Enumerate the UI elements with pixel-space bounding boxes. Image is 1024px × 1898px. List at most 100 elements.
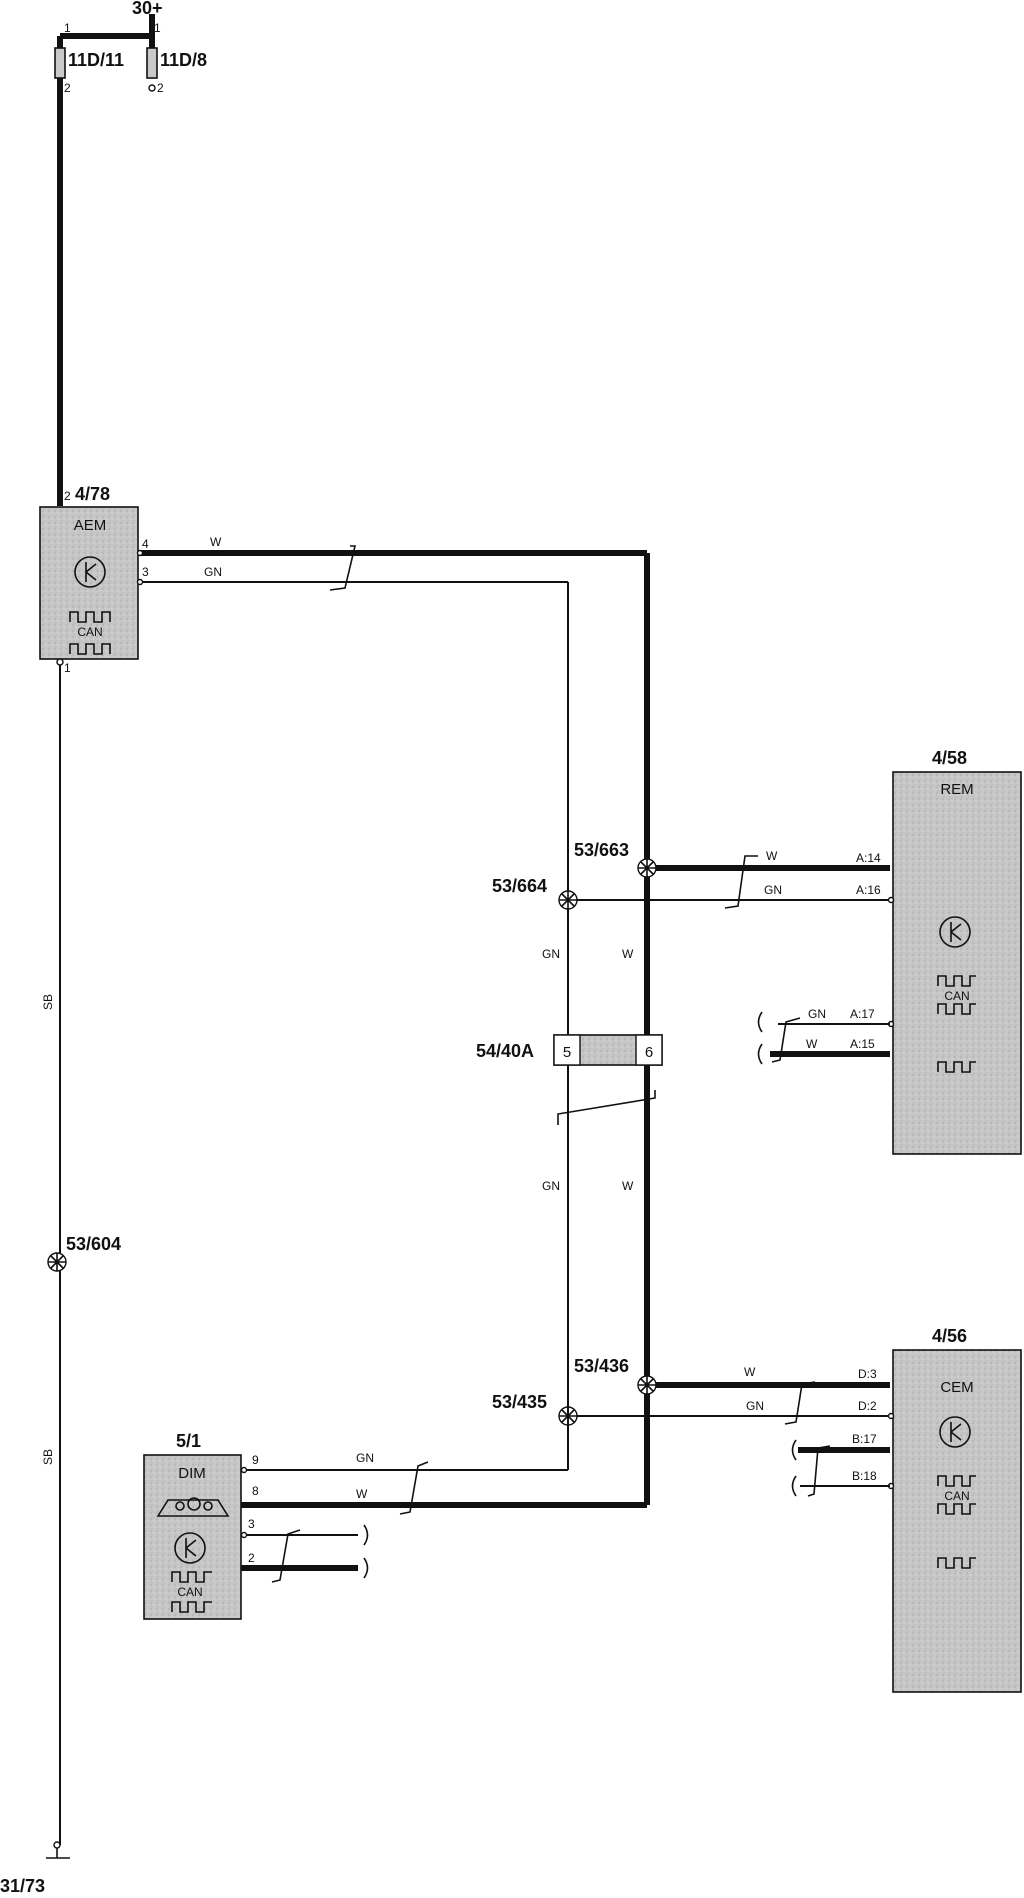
wire-label-dim-gn: GN bbox=[356, 1451, 374, 1465]
rem-pin-a14: A:14 bbox=[856, 851, 881, 865]
cem-id: 4/56 bbox=[932, 1326, 967, 1346]
twisted-pair-mark bbox=[271, 1529, 301, 1583]
wire-label-w-upper: W bbox=[622, 947, 634, 961]
splice-53-435-label: 53/435 bbox=[492, 1392, 547, 1412]
transistor-icon bbox=[74, 556, 106, 588]
instrument-cluster-icon bbox=[156, 1499, 230, 1517]
can-wave-icon-2 bbox=[937, 1503, 976, 1515]
wire-break-icon bbox=[363, 1524, 369, 1579]
transistor-icon bbox=[939, 1416, 971, 1448]
splice-53-604: 53/604 bbox=[47, 1234, 121, 1272]
fuse-11d-8: 1 11D/8 2 bbox=[146, 21, 207, 95]
splice-53-436: 53/436 bbox=[574, 1356, 657, 1395]
cem-name: CEM bbox=[940, 1379, 973, 1396]
connector-label: 54/40A bbox=[476, 1041, 534, 1061]
rem-id: 4/58 bbox=[932, 748, 967, 768]
dim-id: 5/1 bbox=[176, 1431, 201, 1451]
rem-module: 4/58 REM CAN A:14 A:16 A:17 A:15 bbox=[850, 748, 1022, 1155]
cem-pin-d2: D:2 bbox=[858, 1399, 877, 1413]
connector-54-40a: 5 6 54/40A bbox=[476, 1034, 663, 1125]
wire-break-icon bbox=[791, 1439, 797, 1497]
ground-wire: SB SB 53/604 31/73 bbox=[0, 665, 121, 1896]
cem-body bbox=[892, 1349, 1022, 1693]
twisted-pair-mark bbox=[557, 1090, 656, 1125]
fuse-11d-8-pin-top: 1 bbox=[154, 21, 161, 35]
splice-53-436-label: 53/436 bbox=[574, 1356, 629, 1376]
twisted-pair-mark bbox=[329, 545, 357, 591]
rem-pin-a15: A:15 bbox=[850, 1037, 875, 1051]
ground-icon bbox=[46, 1848, 70, 1859]
wire-label-a15: W bbox=[806, 1037, 818, 1051]
fuse-11d-8-label: 11D/8 bbox=[160, 50, 207, 70]
wire-label-dim-w: W bbox=[356, 1487, 368, 1501]
rem-body bbox=[892, 771, 1022, 1155]
aem-pin-ground: 1 bbox=[64, 661, 71, 675]
splice-53-604-label: 53/604 bbox=[66, 1234, 121, 1254]
dim-pin-2: 2 bbox=[248, 1551, 255, 1565]
aem-ground-terminal bbox=[56, 658, 64, 666]
cem-pin-b17: B:17 bbox=[852, 1432, 877, 1446]
wire-label-gn-upper: GN bbox=[542, 947, 560, 961]
signal-wave-icon bbox=[937, 1061, 976, 1073]
connector-pin-6: 6 bbox=[645, 1044, 653, 1061]
fuse-11d-8-terminal bbox=[148, 84, 156, 92]
fuse-11d-11-pin-top: 1 bbox=[64, 21, 71, 35]
aem-pin-4-terminal bbox=[136, 549, 144, 557]
twisted-pair-mark bbox=[784, 1381, 816, 1425]
can-wave-icon-2 bbox=[69, 643, 111, 655]
aem-can-label: CAN bbox=[77, 625, 102, 639]
twisted-pair-mark bbox=[724, 855, 758, 909]
rem-name: REM bbox=[940, 781, 973, 798]
fuse-11d-11-body bbox=[54, 47, 66, 79]
wire-label-gn-lower: GN bbox=[542, 1179, 560, 1193]
transistor-icon bbox=[174, 1532, 206, 1564]
can-wave-icon bbox=[171, 1571, 212, 1583]
splice-53-435: 53/435 bbox=[492, 1392, 578, 1426]
splice-icon-mark bbox=[559, 891, 577, 909]
dim-pin-9: 9 bbox=[252, 1453, 259, 1467]
gauge-icon-right bbox=[203, 1501, 213, 1511]
wire-label-w-lower: W bbox=[622, 1179, 634, 1193]
transistor-icon-mark bbox=[85, 562, 97, 582]
rem-pin-a16-terminal bbox=[887, 896, 895, 904]
splice-icon-mark bbox=[638, 859, 656, 877]
aem-name: AEM bbox=[74, 517, 107, 534]
wire-label-a17: GN bbox=[808, 1007, 826, 1021]
fuse-11d-11: 1 11D/11 2 bbox=[54, 21, 124, 95]
aem-pin-gn: 3 bbox=[142, 565, 149, 579]
cem-pin-d2-terminal bbox=[887, 1412, 895, 1420]
wire-label-sb-2: SB bbox=[41, 1449, 55, 1465]
transistor-icon-mark bbox=[950, 922, 962, 942]
splice-icon-mark bbox=[48, 1253, 66, 1271]
twisted-pair-mark bbox=[807, 1445, 831, 1497]
aem-body bbox=[39, 506, 139, 660]
rem-pin-a16: A:16 bbox=[856, 883, 881, 897]
can-wave-icon bbox=[937, 975, 976, 987]
aem-module: 4/78 2 AEM CAN 4 3 1 bbox=[39, 484, 149, 675]
cem-module: 4/56 CEM CAN D:3 D:2 B:17 B:18 bbox=[852, 1326, 1022, 1693]
wire-label-w: W bbox=[210, 535, 222, 549]
connector-pin-6-cell bbox=[635, 1034, 663, 1066]
can-wave-icon bbox=[69, 611, 111, 623]
transistor-icon bbox=[939, 916, 971, 948]
signal-wave-icon bbox=[937, 1557, 976, 1569]
ground-terminal bbox=[53, 1841, 61, 1849]
aem-can-wires: W GN bbox=[136, 535, 650, 1505]
transistor-icon-mark bbox=[950, 1422, 962, 1442]
can-wave-icon-2 bbox=[171, 1601, 212, 1613]
aem-pin-supply: 2 bbox=[64, 489, 71, 503]
aem-pin-3-terminal bbox=[136, 578, 144, 586]
can-wave-icon-2 bbox=[937, 1003, 976, 1015]
dim-pin-3-terminal bbox=[240, 1531, 248, 1539]
wire-label-sb-1: SB bbox=[41, 994, 55, 1010]
gauge-icon-center bbox=[187, 1497, 201, 1511]
splice-53-663: 53/663 bbox=[574, 840, 657, 878]
fuse-11d-8-body bbox=[146, 47, 158, 79]
rem-pin-a17: A:17 bbox=[850, 1007, 875, 1021]
supply-label: 30+ bbox=[132, 0, 163, 18]
wire-label-gn: GN bbox=[204, 565, 222, 579]
aem-pin-w: 4 bbox=[142, 537, 149, 551]
dim-pin-9-terminal bbox=[240, 1466, 248, 1474]
gauge-icon bbox=[175, 1501, 185, 1511]
